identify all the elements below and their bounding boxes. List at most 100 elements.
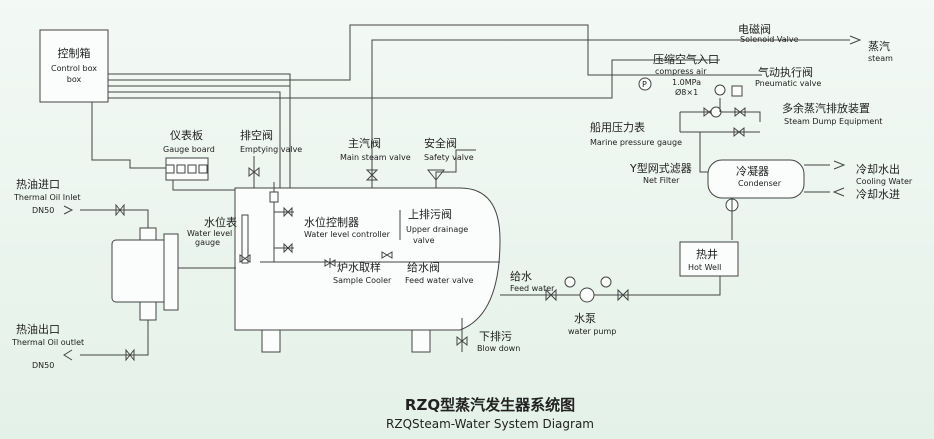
cooling-out-label-zh: 冷却水出 [856, 162, 900, 176]
marine-gauge-label-en: Marine pressure gauge [590, 138, 682, 147]
thermal-inlet-label-zh: 热油进口 [16, 177, 60, 191]
cooling-in-arrow-icon [832, 187, 845, 197]
steam-arrow-icon [849, 35, 862, 45]
thermal-outlet-label-en: Thermal Oil outlet [11, 338, 84, 347]
thermal-outlet-arrow-icon [63, 349, 73, 361]
oil-heater-flange [163, 233, 179, 311]
emptying-valve-label-en: Emptying valve [240, 145, 302, 154]
steam-dump-label-en: Steam Dump Equipment [784, 117, 882, 126]
outlet-nozzle [139, 301, 157, 321]
net-filter-label-en: Net Filter [643, 176, 680, 185]
steam-label-en: steam [868, 54, 893, 63]
water-pump-icon [579, 287, 595, 303]
level-ctrl-valve-lower-icon [283, 242, 293, 254]
water-pump-label-en: water pump [568, 327, 616, 336]
marine-gauge-symbol: P [642, 80, 647, 89]
level-ctrl-label-en: Water level controller [304, 230, 391, 239]
level-gauge-label-zh: 水位表 [204, 215, 237, 229]
steam-dump-label-zh: 多余蒸汽排放装置 [782, 101, 870, 115]
control-box-label-zh: 控制箱 [58, 46, 91, 60]
sample-cooler-valve-icon [324, 259, 336, 267]
compress-air-spec2: Ø8×1 [675, 87, 698, 97]
outlet-valve-icon [125, 348, 135, 362]
inlet-nozzle [139, 227, 157, 241]
diagram-title-zh: RZQ型蒸汽发生器系统图 [405, 396, 575, 414]
compress-air-label-en: compress air [655, 67, 707, 76]
solenoid-valve-icon [714, 84, 726, 96]
pneumatic-label-zh: 气动执行阀 [758, 65, 813, 79]
cooling-in-label-zh: 冷却水进 [856, 188, 900, 201]
feed-valve-icon [381, 251, 393, 259]
feed-water-label-en: Feed water [510, 284, 555, 293]
net-filter-label-zh: Y型网式滤器 [629, 161, 692, 175]
level-ctrl-label-zh: 水位控制器 [304, 215, 359, 229]
solenoid-label-en: Solenoid Valve [740, 35, 799, 44]
thermal-outlet-dn: DN50 [32, 361, 54, 370]
control-box [39, 29, 109, 103]
blow-down-label-zh: 下排污 [479, 329, 512, 343]
marine-gauge-icon [638, 77, 652, 91]
level-gauge-valve-icon [239, 254, 251, 263]
feed-check-valve-icon [545, 288, 557, 302]
water-pump-label-zh: 水泵 [574, 312, 596, 325]
condenser-label-zh: 冷凝器 [736, 164, 769, 178]
level-gauge-glass [241, 214, 249, 264]
vessel-body [234, 187, 501, 331]
thermal-inlet-label-en: Thermal Oil Inlet [13, 193, 80, 202]
thermal-inlet-dn: DN50 [32, 206, 54, 215]
pump-inlet-valve-icon [617, 288, 629, 302]
thermal-inlet-arrow-icon [63, 205, 74, 215]
dump-valve-lower-icon [733, 126, 745, 138]
main-steam-label-zh: 主汽阀 [348, 136, 381, 150]
hot-well-label-zh: 热井 [696, 247, 718, 261]
pneumatic-label-en: Pneumatic valve [755, 79, 821, 88]
main-steam-label-en: Main steam valve [340, 153, 411, 162]
emptying-valve-icon [248, 166, 260, 178]
pneumatic-valve-icon [734, 106, 746, 118]
main-steam-valve-icon [365, 169, 379, 181]
hot-well [679, 241, 739, 277]
sample-cooler-label-zh: 炉水取样 [337, 260, 381, 274]
blow-down-valve-icon [456, 335, 468, 347]
thermal-outlet-label-zh: 热油出口 [16, 322, 60, 336]
pump-pressure-gauge-icon [600, 276, 612, 288]
safety-valve-label-en: Safety valve [424, 153, 474, 162]
feed-water-label-zh: 给水 [510, 270, 532, 283]
cooling-out-arrow-icon [833, 160, 846, 170]
emptying-valve-label-zh: 排空阀 [240, 128, 273, 142]
compress-air-spec1: 1.0MPa [672, 78, 701, 87]
level-ctrl-valve-upper-icon [283, 206, 293, 218]
safety-valve-label-zh: 安全阀 [424, 136, 457, 150]
level-gauge-label-en2: gauge [195, 238, 220, 247]
gauge-board-label-en: Gauge board [163, 145, 215, 154]
steam-label-zh: 蒸汽 [868, 39, 890, 53]
condenser-label-en: Condenser [738, 179, 782, 188]
gauge-board-label-zh: 仪表板 [170, 128, 203, 142]
safety-valve-icon [426, 169, 446, 181]
level-gauge-label-en1: Water level [187, 229, 232, 238]
control-box-label-en2: box [67, 75, 82, 84]
feed-pressure-gauge-icon [564, 276, 576, 288]
compress-air-label-zh: 压缩空气入口 [653, 52, 719, 66]
cooling-out-label-en: Cooling Water [856, 177, 913, 186]
hot-well-label-en: Hot Well [688, 263, 721, 272]
marine-gauge-label-zh: 船用压力表 [590, 120, 645, 134]
upper-drain-label-zh: 上排污阀 [408, 207, 452, 221]
feed-valve-label-en: Feed water valve [405, 276, 474, 285]
diagram-title-en: RZQSteam-Water System Diagram [386, 417, 594, 431]
upper-drain-label-en2: valve [413, 236, 435, 245]
inlet-valve-icon [115, 203, 125, 217]
feed-valve-label-zh: 给水阀 [407, 260, 440, 274]
condenser [707, 159, 805, 199]
pneumatic-actuator-icon [731, 85, 743, 97]
solenoid-label-zh: 电磁阀 [738, 22, 771, 36]
vessel-leg-right [411, 329, 431, 353]
sample-cooler-label-en: Sample Cooler [333, 276, 392, 285]
dump-filter-icon [710, 106, 722, 118]
blow-down-label-en: Blow down [477, 344, 520, 353]
vessel-leg-left [261, 329, 281, 353]
upper-drain-label-en1: Upper drainage [406, 225, 468, 234]
control-box-label-en: Control box [51, 64, 97, 73]
